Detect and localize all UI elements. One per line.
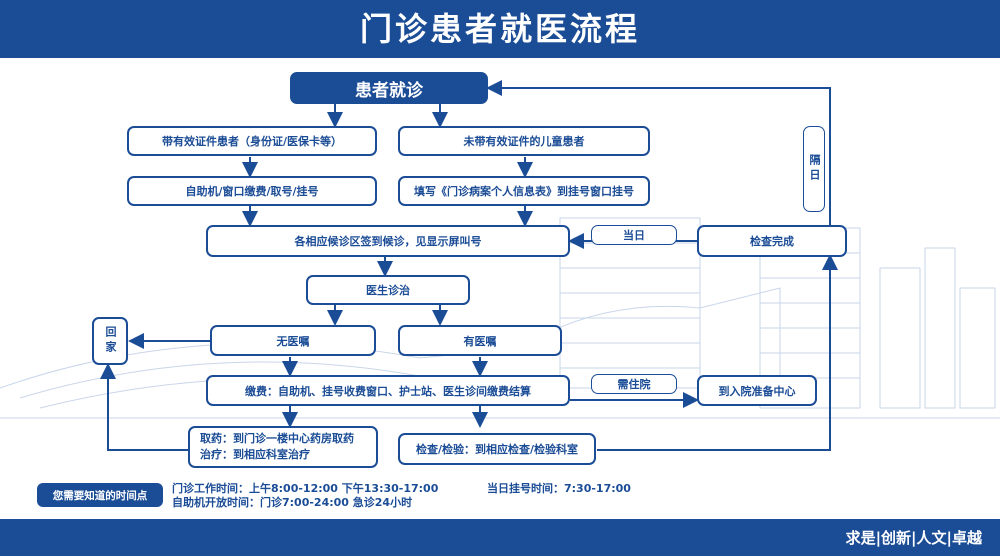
time-info-badge: 您需要知道的时间点 [37,483,163,507]
registration-hours-text: 当日挂号时间：7:30-17:00 [487,482,631,495]
footer-bar [0,519,1000,556]
page-title: 门诊患者就医流程 [359,10,640,48]
treatment-text: 治疗：到相应科室治疗 [200,448,310,461]
child-no-id-box: 未带有效证件的儿童患者 [398,126,650,156]
doctor-box: 医生诊治 [306,275,470,305]
has-order-box: 有医嘱 [398,325,562,356]
wait-area-box: 各相应候诊区签到候诊，见显示屏叫号 [206,225,570,257]
next-day-label: 隔日 [803,126,825,212]
fill-form-box: 填写《门诊病案个人信息表》到挂号窗口挂号 [398,176,650,206]
footer-motto: 求是|创新|人文|卓越 [845,529,982,547]
payment-box: 缴费：自助机、挂号收费窗口、护士站、医生诊间缴费结算 [206,375,570,406]
need-admit-label: 需住院 [591,374,677,394]
self-service-box: 自助机/窗口缴费/取号/挂号 [127,176,377,206]
go-home-box: 回家 [92,317,128,365]
same-day-label: 当日 [591,225,677,245]
medicine-treatment-box: 取药：到门诊一楼中心药房取药 治疗：到相应科室治疗 [188,426,378,468]
header-bar [0,0,1000,58]
start-patient-visit: 患者就诊 [290,72,488,104]
exam-box: 检查/检验：到相应检查/检验科室 [398,433,596,465]
admission-center-box: 到入院准备中心 [697,375,817,406]
exam-done-box: 检查完成 [697,225,847,257]
clinic-hours-text: 门诊工作时间：上午8:00-12:00 下午13:30-17:00 [172,482,439,495]
medicine-text: 取药：到门诊一楼中心药房取药 [200,432,354,445]
no-order-box: 无医嘱 [210,325,376,356]
with-id-patient-box: 带有效证件患者（身份证/医保卡等） [127,126,377,156]
self-service-hours-text: 自助机开放时间：门诊7:00-24:00 急诊24小时 [172,496,413,509]
